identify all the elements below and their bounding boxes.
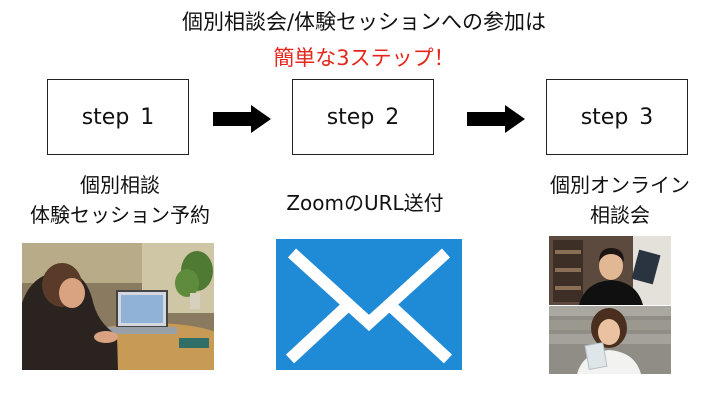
headline-line-2: 簡単な3ステップ！ [273, 46, 455, 70]
headline-line-1: 個別相談会/体験セッションへの参加は [181, 10, 547, 34]
step-3-box: step 3 [546, 79, 688, 155]
step-2-caption: ZoomのURL送付 [250, 188, 480, 218]
step-2-caption-line-1: ZoomのURL送付 [286, 191, 444, 215]
step-3-caption-line-2: 相談会 [590, 203, 650, 227]
participant-woman-photo [549, 306, 671, 374]
step-1-box: step 1 [47, 79, 189, 155]
step-3-caption: 個別オンライン 相談会 [520, 170, 720, 230]
step-1-caption: 個別相談 体験セッション予約 [0, 170, 240, 230]
envelope-icon [276, 239, 462, 370]
step-2-box: step 2 [292, 79, 434, 155]
participant-man-photo [549, 236, 671, 305]
step-3-caption-line-1: 個別オンライン [550, 173, 690, 197]
step-1-caption-line-2: 体験セッション予約 [30, 203, 210, 227]
arrow-right-icon [467, 105, 525, 133]
arrow-right-icon [213, 105, 271, 133]
laptop-user-photo [22, 243, 214, 370]
step-1-caption-line-1: 個別相談 [80, 173, 160, 197]
